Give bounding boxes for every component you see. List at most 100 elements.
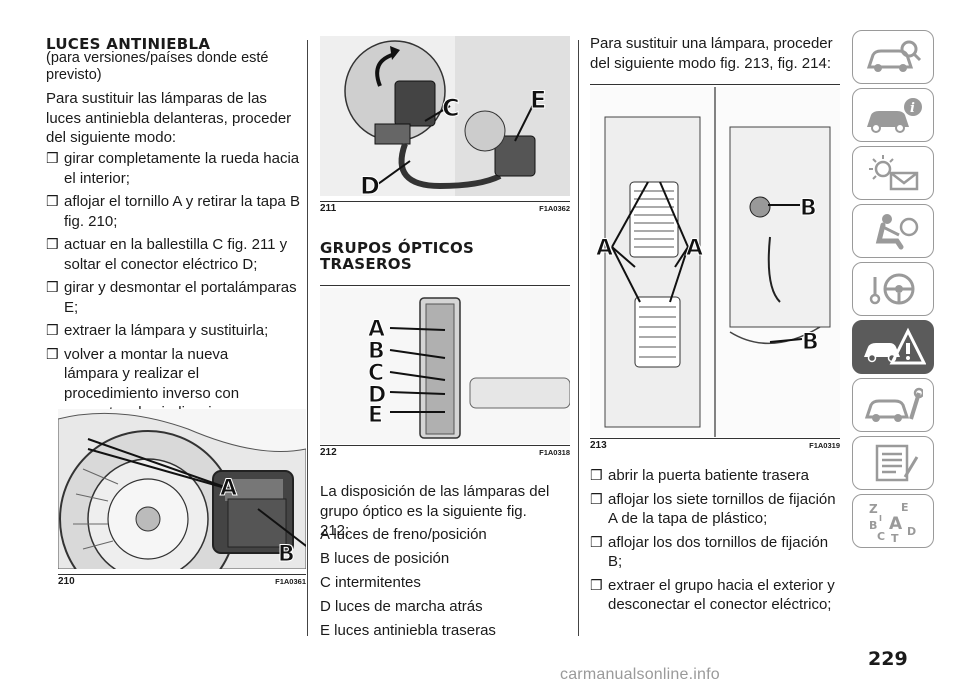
tab-car-info[interactable]: i — [852, 88, 934, 142]
car-wrench-icon — [864, 387, 923, 422]
figure-212: A B C D E 212 F1A0318 — [320, 285, 570, 465]
figure-number: 213 — [590, 440, 607, 451]
figure-211: C E D 211 F1A0362 — [320, 36, 570, 216]
wheel-arch-illustration: A B — [58, 409, 306, 569]
list-item: ❒extraer el grupo hacia el exterior y de… — [590, 576, 835, 614]
warning-lights-message-icon — [869, 155, 919, 191]
page-number: 229 — [868, 648, 908, 670]
callout-label: B — [800, 196, 817, 221]
steps-list: ❒girar completamente la rueda hacia el i… — [46, 149, 304, 442]
list-item: B luces de posición — [320, 550, 450, 567]
figure-top-rule — [320, 285, 570, 286]
list-item: E luces antiniebla traseras — [320, 622, 496, 639]
intro-paragraph: La disposición de las lámparas del grupo… — [320, 483, 550, 539]
section-title-rear-lights: GRUPOS ÓPTICOS TRASEROS — [320, 239, 475, 273]
caption-rule — [320, 445, 570, 446]
bullet-checkbox-icon: ❒ — [590, 576, 603, 593]
bullet-checkbox-icon: ❒ — [46, 345, 59, 362]
steering-key-icon — [869, 273, 915, 305]
callout-label: D — [360, 172, 380, 196]
svg-text:I: I — [879, 514, 882, 523]
list-item: ❒aflojar los dos tornillos de fijación B… — [590, 533, 829, 571]
car-crash-warning-icon — [864, 327, 926, 365]
callout-label: A — [686, 236, 703, 261]
tab-warning-lights-message[interactable] — [852, 146, 934, 200]
caption-rule — [58, 574, 306, 575]
figure-210: A B 210 F1A0361 — [58, 409, 306, 587]
svg-text:B: B — [869, 519, 877, 532]
tab-car-crash-warning[interactable] — [852, 320, 934, 374]
steps-list: ❒abrir la puerta batiente trasera ❒afloj… — [590, 466, 840, 615]
svg-text:i: i — [910, 101, 915, 116]
callout-label: B — [802, 330, 819, 355]
watermark-text: carmanualsonline.info — [560, 666, 720, 683]
caption-rule — [320, 201, 570, 202]
fog-lamp-connector-illustration: C E D — [320, 36, 570, 196]
svg-text:Z: Z — [869, 502, 878, 516]
bullet-checkbox-icon: ❒ — [46, 279, 59, 295]
svg-text:D: D — [907, 525, 916, 538]
tab-car-wrench[interactable] — [852, 378, 934, 432]
intro-paragraph: Para sustituir una lámpara, proceder del… — [590, 35, 833, 72]
figure-top-rule — [590, 84, 840, 85]
bullet-checkbox-icon: ❒ — [46, 193, 59, 209]
caption-rule — [590, 438, 840, 439]
svg-text:A: A — [889, 514, 903, 534]
callout-label: C — [368, 361, 384, 386]
figure-number: 211 — [320, 203, 337, 214]
figure-code: F1A0319 — [809, 441, 840, 450]
list-item: ❒abrir la puerta batiente trasera — [590, 467, 809, 484]
callout-label: A — [368, 317, 385, 342]
figure-213: A A B B 213 F1A0319 — [590, 84, 840, 454]
seat-airbag-icon — [875, 214, 919, 250]
lamp-list: A luces de freno/posición B luces de pos… — [320, 525, 570, 641]
callout-label: E — [530, 86, 546, 114]
car-info-icon: i — [867, 98, 922, 133]
figure-code: F1A0318 — [539, 448, 570, 457]
callout-label: C — [442, 94, 460, 122]
figure-number: 210 — [58, 576, 75, 587]
callout-label: B — [368, 339, 385, 364]
section-title-fog-lights: LUCES ANTINIEBLA — [46, 35, 211, 53]
rear-light-cluster-illustration: A B C D E — [320, 288, 570, 444]
tab-seat-airbag[interactable] — [852, 204, 934, 258]
callout-label: A — [220, 476, 237, 501]
column-divider-2 — [578, 40, 579, 636]
column-divider-1 — [307, 40, 308, 636]
callout-label: D — [368, 383, 386, 408]
list-item: ❒aflojar el tornillo A y retirar la tapa… — [46, 193, 300, 230]
list-item: ❒actuar en la ballestilla C fig. 211 y s… — [46, 236, 288, 273]
list-item: ❒extraer la lámpara y sustituirla; — [46, 322, 269, 339]
callout-label: B — [278, 542, 295, 567]
section-subtitle: (para versiones/países donde esté previs… — [46, 50, 269, 83]
list-item: ❒girar y desmontar el portalámparas E; — [46, 279, 297, 316]
tab-car-magnifier[interactable] — [852, 30, 934, 84]
rear-door-panel-illustration: A A B B — [590, 87, 840, 437]
figure-number: 212 — [320, 447, 337, 458]
bullet-checkbox-icon: ❒ — [46, 322, 59, 338]
figure-code: F1A0362 — [539, 204, 570, 213]
bullet-checkbox-icon: ❒ — [46, 150, 59, 166]
svg-text:T: T — [891, 532, 899, 543]
list-item: D luces de marcha atrás — [320, 598, 483, 615]
tab-steering-key[interactable] — [852, 262, 934, 316]
list-item: ❒aflojar los siete tornillos de fijación… — [590, 490, 836, 528]
car-magnifier-icon — [866, 40, 922, 72]
bullet-checkbox-icon: ❒ — [590, 533, 603, 550]
intro-paragraph: Para sustituir las lámparas de las luces… — [46, 90, 292, 146]
document-list-icon — [875, 444, 919, 482]
tab-document-list[interactable] — [852, 436, 934, 490]
svg-text:E: E — [901, 501, 909, 514]
list-item: ❒girar completamente la rueda hacia el i… — [46, 150, 300, 187]
list-item: A luces de freno/posición — [320, 526, 487, 543]
callout-label: E — [368, 403, 383, 428]
callout-label: A — [596, 236, 613, 261]
bullet-checkbox-icon: ❒ — [590, 490, 603, 507]
list-item: C intermitentes — [320, 574, 421, 591]
svg-text:C: C — [877, 530, 885, 543]
bullet-checkbox-icon: ❒ — [46, 236, 59, 252]
figure-code: F1A0361 — [275, 577, 306, 586]
bullet-checkbox-icon: ❒ — [590, 467, 603, 483]
